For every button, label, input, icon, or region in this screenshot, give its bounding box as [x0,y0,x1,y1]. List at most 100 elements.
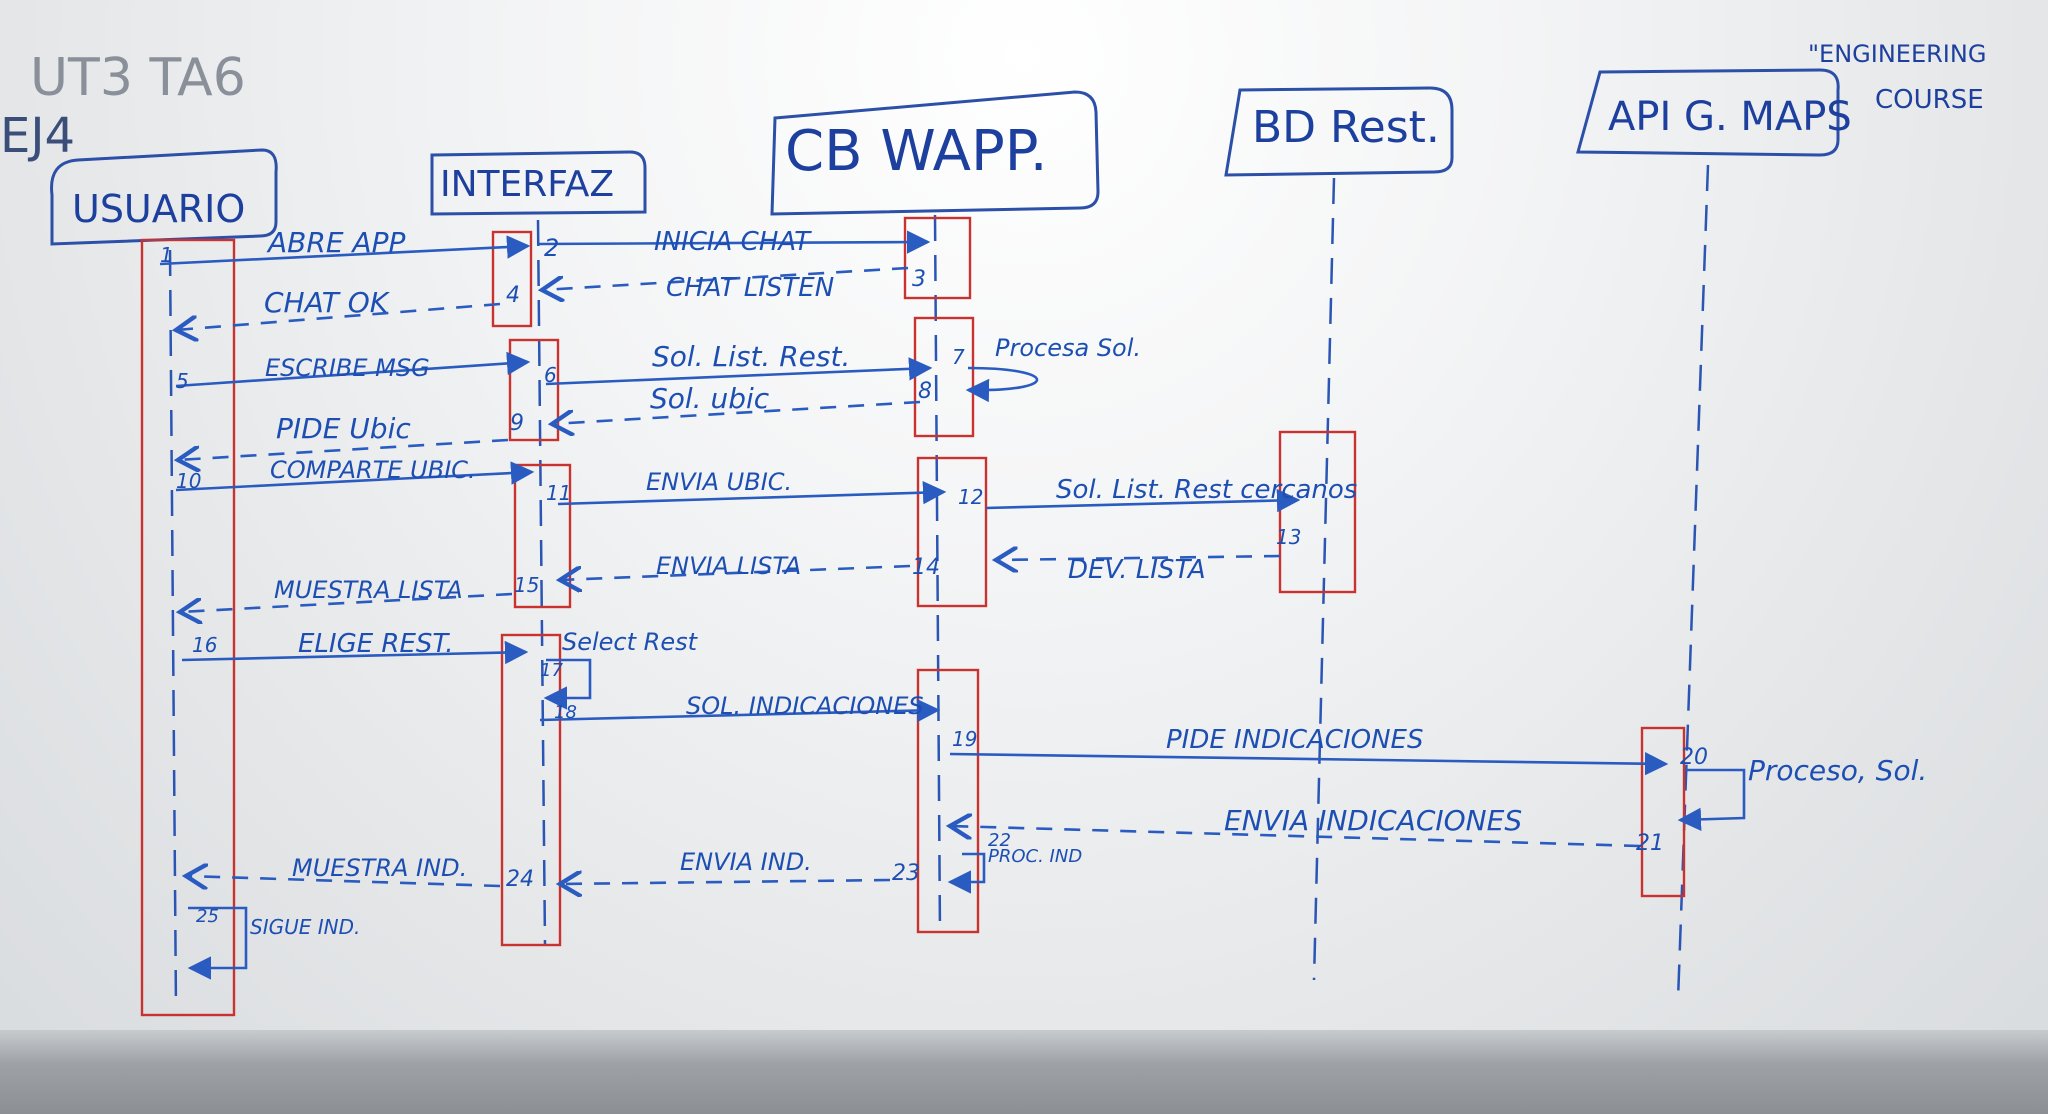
message-2-number: 2 [544,234,559,262]
message-12-label: Sol. List. Rest cercanos [1056,475,1357,505]
participant-interfaz-label: INTERFAZ [440,164,614,205]
participant-cbwapp: CB WAPP. [770,90,1100,216]
message-21-label: ENVIA INDICACIONES [1224,804,1522,837]
message-1-number: 1 [160,243,173,267]
exercise-label: EJ4 [0,108,75,164]
message-14-number: 14 [912,555,940,580]
message-1-arrow [159,235,531,266]
message-8-number: 8 [918,379,932,404]
message-6-label: Sol. List. Rest. [652,340,850,373]
message-11-arrow [557,480,947,506]
message-10-number: 10 [176,469,201,493]
message-5-arrow [175,351,531,388]
message-13-number: 13 [1276,525,1301,549]
lifeline-usuario [168,249,178,1011]
message-11-label: ENVIA UBIC. [646,468,792,496]
message-14-arrow [560,564,911,580]
message-18-label: SOL. INDICACIONES [686,692,924,720]
message-6-arrow [545,357,933,386]
lifeline-bdrest [1312,177,1336,981]
message-18-arrow [539,698,941,723]
participant-usuario: USUARIO [50,148,278,246]
corner-note-line-2: COURSE [1875,85,1984,115]
message-19-label: PIDE INDICACIONES [1166,725,1423,755]
participant-usuario-label: USUARIO [72,187,245,231]
message-20-number: 20 [1680,745,1708,770]
message-10-label: COMPARTE UBIC. [270,456,476,484]
activation-cbwapp-d [916,668,980,934]
activation-interfaz-d [500,633,562,947]
message-20-arrow [1677,768,1746,832]
message-16-label: ELIGE REST. [298,629,453,659]
message-8-arrow [552,400,921,424]
message-6-number: 6 [544,363,557,387]
message-3-label: CHAT LISTEN [666,273,834,303]
message-9-number: 9 [510,411,524,436]
message-5-number: 5 [176,369,189,393]
message-21-number: 21 [1636,831,1664,856]
message-12-arrow [985,488,1301,513]
activation-cbwapp-b [913,316,975,438]
activation-usuario [140,238,236,1017]
message-2-label: INICIA CHAT [654,227,812,257]
message-3-arrow [542,266,909,290]
participant-apimaps: API G. MAPS [1576,68,1852,157]
message-22-label: PROC. IND [988,846,1082,867]
marker-tray [0,1030,2048,1114]
message-2-arrow [537,230,931,254]
message-19-arrow [949,752,1669,776]
activation-apimaps [1640,726,1686,898]
message-9-label: PIDE Ubic [276,412,411,445]
message-7-number: 7 [952,345,965,369]
message-24-label: MUESTRA IND. [292,854,467,882]
message-3-number: 3 [912,267,926,292]
message-12-number: 12 [958,485,983,509]
message-23-label: ENVIA IND. [680,848,812,876]
corner-note-line-1: "ENGINEERING [1808,40,1986,68]
participant-bdrest-label: BD Rest. [1252,102,1440,153]
message-14-label: ENVIA LISTA [656,552,801,580]
activation-interfaz-c [513,463,572,609]
message-17-number: 17 [540,660,563,681]
message-7-arrow [965,366,1038,403]
participant-bdrest: BD Rest. [1224,86,1454,177]
lifeline-cbwapp [933,214,942,936]
message-23-number: 23 [892,861,920,886]
participant-interfaz: INTERFAZ [430,150,647,216]
message-16-arrow [181,640,529,665]
message-16-number: 16 [192,633,217,657]
message-25-number: 25 [196,906,219,927]
message-18-number: 18 [554,702,577,723]
message-group: ABRE APP 1 INICIA CHAT 2 CHAT LISTEN 3 C… [159,226,1927,980]
message-20-label: Proceso, Sol. [1748,754,1927,787]
message-4-number: 4 [506,283,520,308]
message-22-number: 22 [988,830,1011,851]
message-25-label: SIGUE IND. [250,915,360,939]
activation-cbwapp-c [916,456,988,608]
message-4-label: CHAT OK [264,286,391,319]
activation-bdrest [1278,430,1357,594]
activation-interfaz-a [491,230,533,328]
message-15-number: 15 [514,573,539,597]
message-24-arrow [186,876,501,886]
message-1-label: ABRE APP [266,226,405,259]
message-10-arrow [175,461,535,492]
message-13-label: DEV. LISTA [1068,555,1206,585]
activation-interfaz-b [508,338,560,442]
message-21-arrow [950,826,1641,848]
activation-cbwapp-a [903,216,972,300]
message-19-number: 19 [952,727,977,751]
message-17-label: Select Rest [562,628,699,656]
message-11-number: 11 [546,481,571,505]
message-22-arrow [947,852,986,894]
message-13-arrow [996,556,1281,560]
message-23-arrow [560,880,891,884]
lifeline-apimaps [1676,164,1710,1001]
message-5-label: ESCRIBE MSG [265,354,430,382]
message-17-arrow [543,658,592,710]
message-24-number: 24 [506,867,534,892]
participant-cbwapp-label: CB WAPP. [785,119,1048,184]
message-25-arrow [187,906,248,980]
message-15-label: MUESTRA LISTA [274,576,463,604]
